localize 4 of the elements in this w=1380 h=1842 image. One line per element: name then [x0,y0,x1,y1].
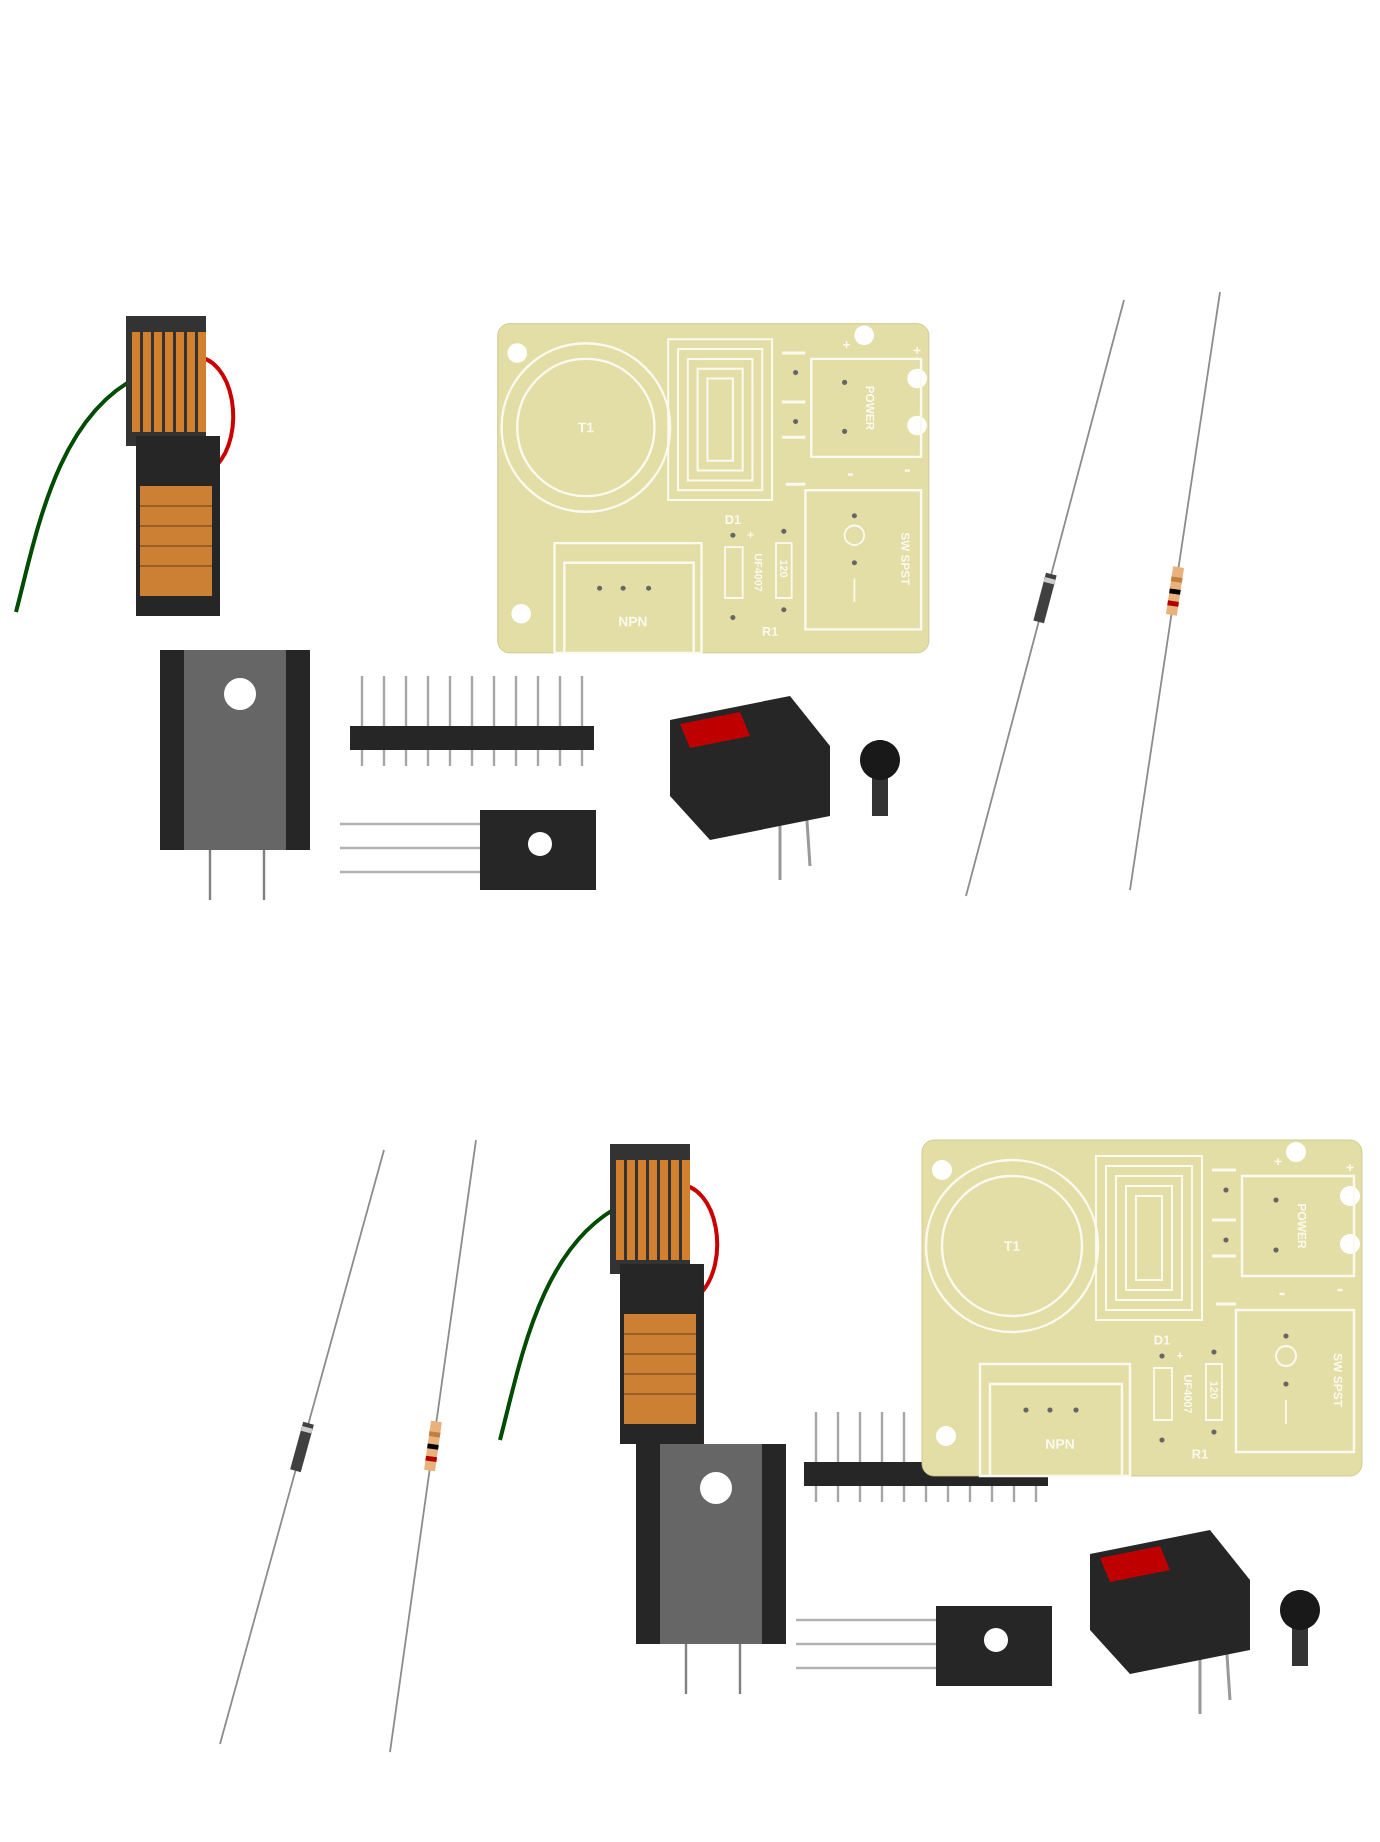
silkscreen-label: - [1279,1292,1285,1296]
silkscreen-label: - [1337,1288,1343,1292]
silkscreen-label: - [904,469,910,472]
silkscreen-label: - [847,473,853,476]
